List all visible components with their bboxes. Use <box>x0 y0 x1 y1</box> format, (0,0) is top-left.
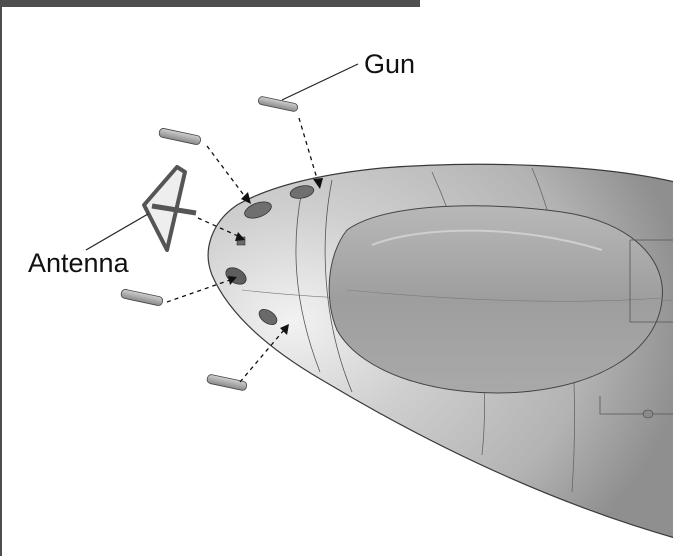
gun-part <box>258 96 299 112</box>
canopy <box>329 206 662 393</box>
gun-part <box>158 128 201 146</box>
gun-part <box>206 374 247 391</box>
fuselage-nose <box>208 164 673 538</box>
gun-leader-line <box>282 64 358 100</box>
gun-label: Gun <box>364 51 415 78</box>
antenna-label: Antenna <box>28 250 129 277</box>
antenna-leader-line <box>86 214 148 250</box>
gun-part <box>120 289 163 307</box>
antenna-part <box>144 167 196 250</box>
